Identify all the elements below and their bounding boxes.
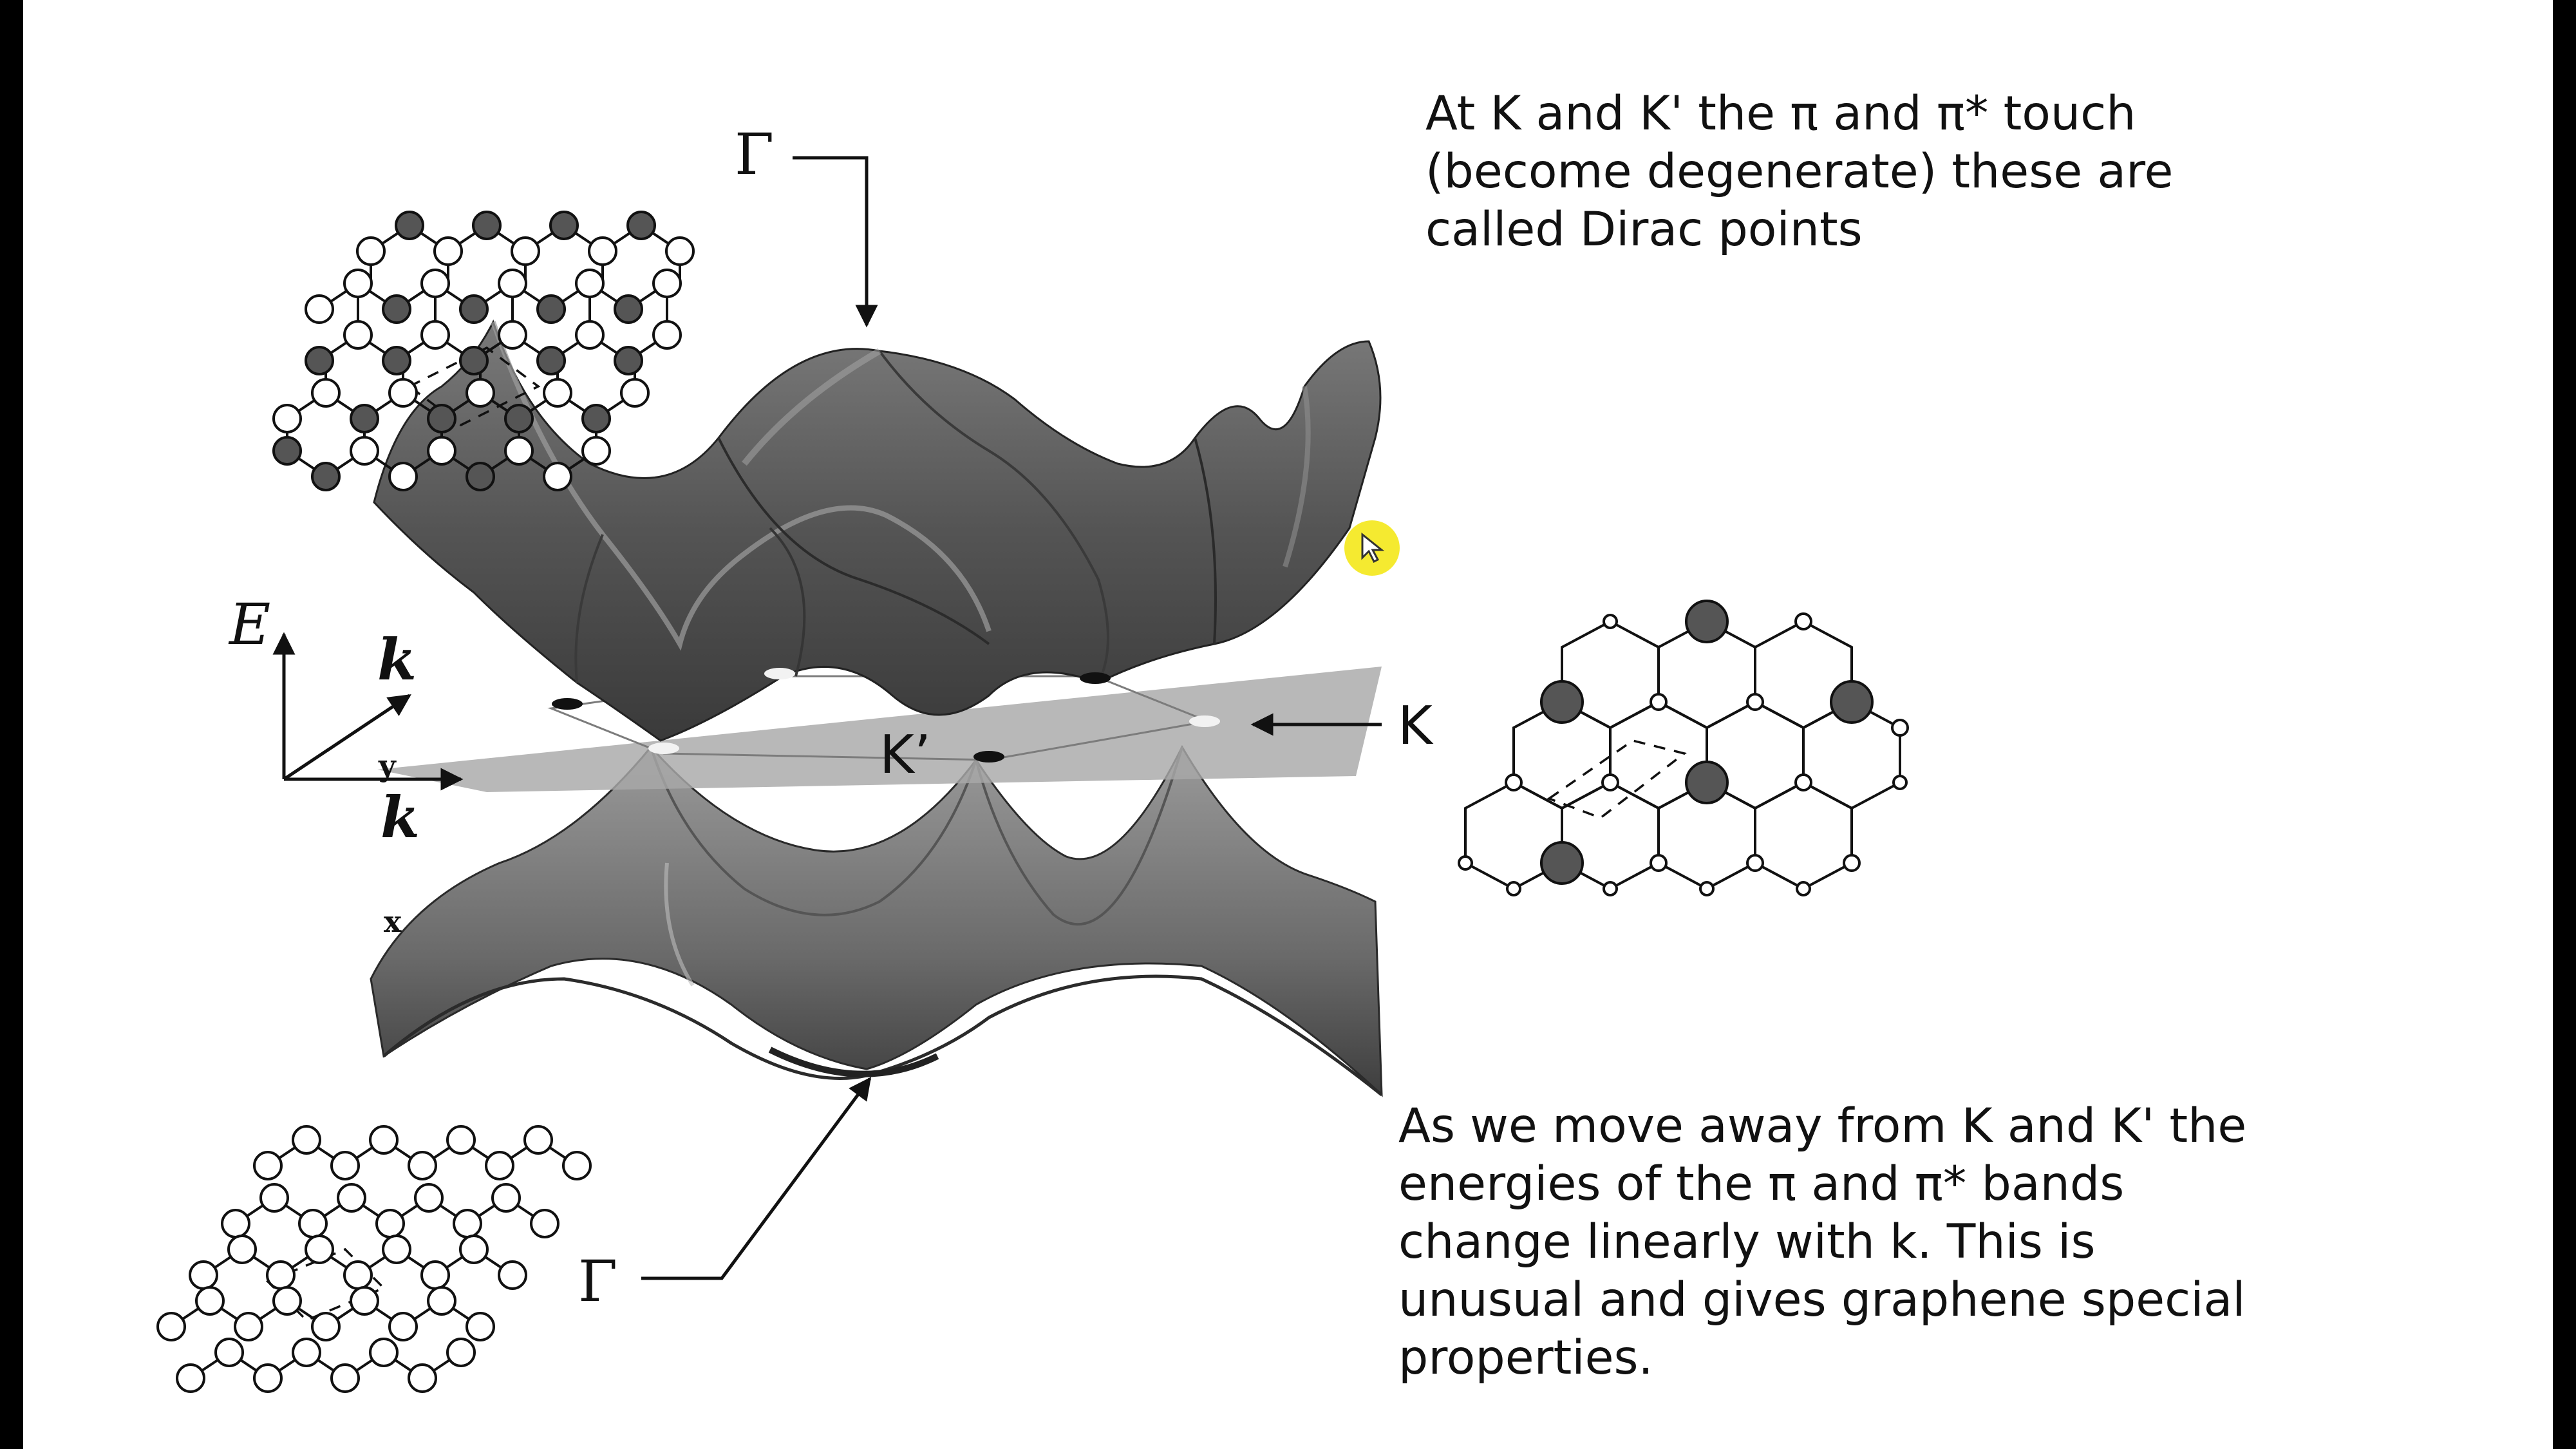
gamma-top-label: Γ [735, 121, 774, 187]
text-line: called Dirac points [1425, 202, 1863, 257]
axis-kx-label: k [381, 784, 420, 851]
dirac-point-marker [648, 743, 679, 754]
axes: E k y k x [228, 591, 464, 939]
text-line: At K and K' the π and π* touch [1425, 86, 2136, 141]
axis-e-label: E [228, 591, 270, 658]
graphene-band-structure-diagram: E k y k x Γ Γ K K’ [156, 121, 1909, 1393]
axis-ky-label: k [377, 626, 417, 693]
gamma-bottom-annotation: Γ [578, 1077, 872, 1314]
k-point-annotation: K [1250, 696, 1434, 757]
text-line: energies of the π and π* bands [1398, 1157, 2125, 1211]
text-line: unusual and gives graphene special [1398, 1273, 2246, 1327]
dirac-point-marker [764, 668, 795, 679]
text-line: change linearly with k. This is [1398, 1215, 2096, 1269]
gamma-bottom-label: Γ [578, 1248, 617, 1314]
text-line: As we move away from K and K' the [1398, 1099, 2247, 1153]
slide: E k y k x Γ Γ K K’ [23, 0, 2553, 1449]
dirac-point-marker [552, 698, 583, 710]
k-point-label: K [1398, 696, 1434, 757]
gamma-top-annotation: Γ [735, 121, 878, 328]
dirac-point-marker [1189, 715, 1220, 727]
text-line: (become degenerate) these are [1425, 144, 2174, 199]
lower-pi-band [370, 744, 1383, 1097]
lattice-top-left [272, 211, 695, 491]
lattice-right [1458, 600, 1909, 896]
lattice-bottom-left [156, 1125, 592, 1393]
axis-kx-subscript: x [384, 904, 402, 939]
cursor-pointer-icon [1344, 520, 1400, 576]
linear-dispersion-description: As we move away from K and K' the energi… [1398, 1097, 2246, 1387]
dirac-point-marker [1080, 672, 1111, 684]
axis-ky-subscript: y [378, 748, 397, 783]
text-line: properties. [1398, 1331, 1653, 1385]
k-prime-label: K’ [879, 724, 931, 786]
dirac-points-description: At K and K' the π and π* touch (become d… [1425, 85, 2173, 259]
dirac-point-marker [973, 751, 1004, 762]
dirac-points [552, 668, 1220, 762]
upper-pi-star-band [373, 319, 1382, 742]
axis-ky-line [283, 694, 411, 781]
